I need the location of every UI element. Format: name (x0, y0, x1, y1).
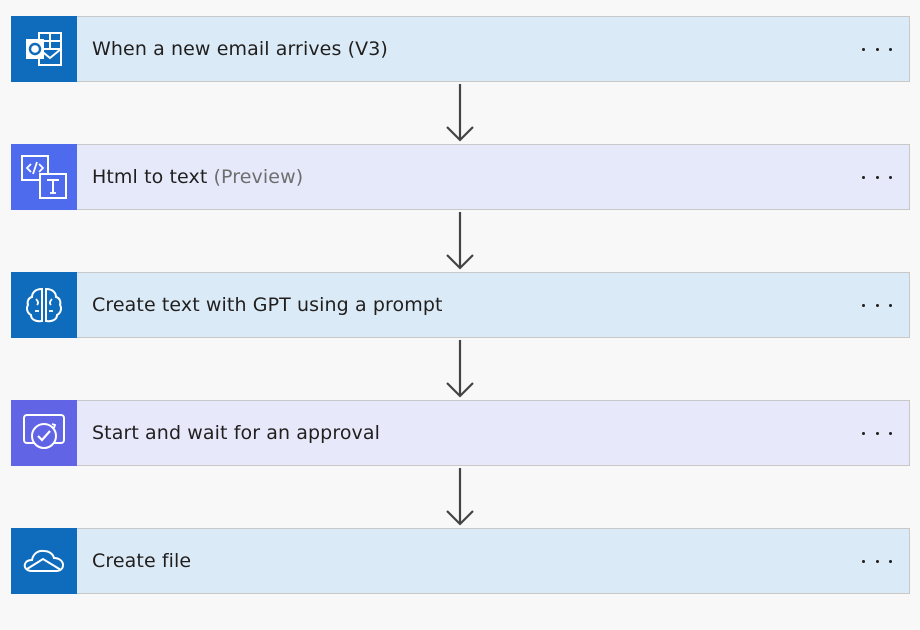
down-arrow-icon (446, 468, 474, 526)
step-label: Html to text (Preview) (92, 166, 304, 188)
dot (862, 303, 865, 307)
preview-tag: (Preview) (213, 166, 304, 188)
dot (875, 431, 879, 435)
onedrive-cloud-icon-box (11, 527, 77, 594)
approval-icon-box (11, 399, 77, 466)
step-create-text-with-gpt[interactable]: Create text with GPT using a prompt (11, 271, 910, 338)
step-label: Create text with GPT using a prompt (92, 294, 443, 316)
dot (862, 47, 865, 51)
html-to-text-icon-box (11, 143, 77, 210)
outlook-icon (26, 31, 62, 66)
dot (875, 175, 879, 179)
dot (862, 431, 865, 435)
dot (862, 559, 865, 563)
connector-arrow (11, 338, 910, 400)
dot (889, 175, 892, 179)
ai-brain-icon (26, 287, 62, 322)
down-arrow-icon (446, 212, 474, 270)
step-label: Create file (92, 550, 192, 572)
dot (889, 431, 892, 435)
step-start-and-wait-for-approval[interactable]: Start and wait for an approval (11, 399, 910, 466)
more-options-button[interactable] (858, 37, 896, 61)
flow-canvas: When a new email arrives (V3) (11, 15, 910, 594)
step-label: Start and wait for an approval (92, 422, 381, 444)
step-html-to-text[interactable]: Html to text (Preview) (11, 143, 910, 210)
onedrive-cloud-icon (23, 549, 65, 572)
step-when-new-email-arrives[interactable]: When a new email arrives (V3) (11, 15, 910, 82)
dot (875, 303, 879, 307)
dot (875, 47, 879, 51)
dot (862, 175, 865, 179)
connector-arrow (11, 210, 910, 272)
more-options-button[interactable] (858, 549, 896, 573)
step-create-file[interactable]: Create file (11, 527, 910, 594)
dot (889, 559, 892, 563)
ai-brain-icon-box (11, 271, 77, 338)
more-options-button[interactable] (858, 165, 896, 189)
html-to-text-icon (21, 154, 67, 199)
dot (889, 47, 892, 51)
more-options-button[interactable] (858, 293, 896, 317)
approval-icon (23, 413, 65, 449)
step-label: When a new email arrives (V3) (92, 38, 388, 60)
dot (875, 559, 879, 563)
dot (889, 303, 892, 307)
connector-arrow (11, 466, 910, 528)
down-arrow-icon (446, 340, 474, 398)
outlook-icon-box (11, 15, 77, 82)
down-arrow-icon (446, 84, 474, 142)
more-options-button[interactable] (858, 421, 896, 445)
connector-arrow (11, 82, 910, 144)
